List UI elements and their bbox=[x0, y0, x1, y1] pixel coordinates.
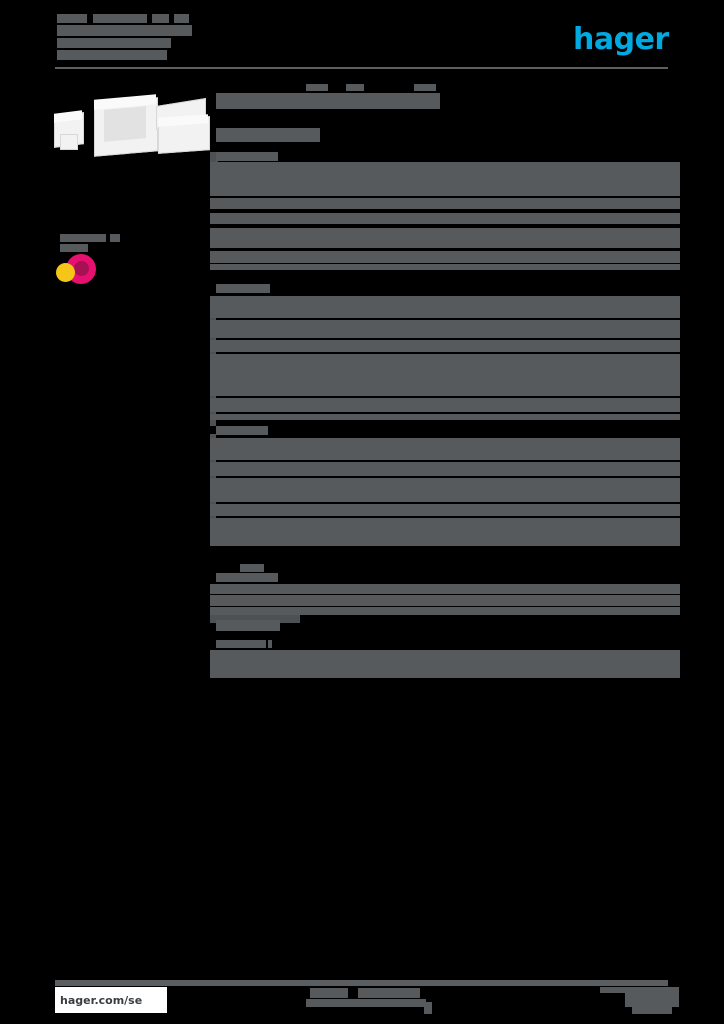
spec-section-1 bbox=[210, 152, 680, 323]
header-divider bbox=[55, 67, 668, 69]
footer-divider bbox=[55, 980, 668, 986]
badge-ring-inner-icon bbox=[74, 261, 89, 276]
table-row bbox=[210, 213, 680, 231]
table-row bbox=[210, 198, 680, 216]
footer-url-text: hager.com/se bbox=[60, 994, 143, 1007]
certification-badge bbox=[52, 234, 152, 294]
badge-dot-icon bbox=[56, 263, 75, 282]
hager-logo-text: hager bbox=[573, 22, 669, 57]
footer-url-box[interactable]: hager.com/se bbox=[55, 987, 167, 1013]
table-row bbox=[210, 607, 680, 623]
page-header: hager bbox=[0, 0, 724, 80]
hager-logo: hager bbox=[573, 25, 681, 55]
left-column bbox=[40, 84, 210, 644]
page-footer: hager.com/se bbox=[0, 976, 724, 1024]
table-row bbox=[210, 650, 680, 690]
table-row bbox=[210, 584, 680, 594]
table-row bbox=[210, 354, 680, 438]
product-photo bbox=[52, 84, 214, 170]
